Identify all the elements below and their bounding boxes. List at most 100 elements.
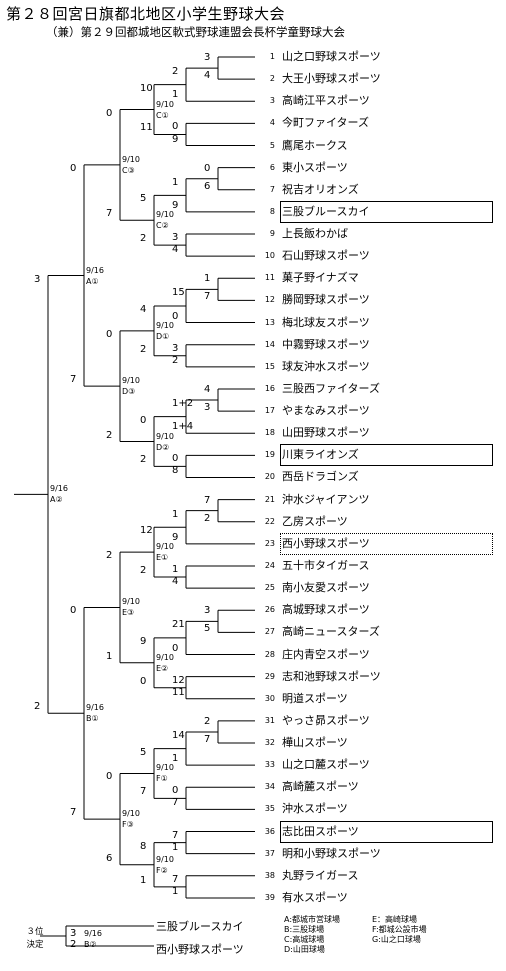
team-number: 21 <box>264 494 275 504</box>
score-m15-top: 0 <box>70 162 77 174</box>
match-date-m29: 9/10 <box>156 854 174 864</box>
team-name: 山田野球スポーツ <box>282 426 370 440</box>
team-number: 9 <box>269 229 275 239</box>
team-number: 35 <box>264 804 275 814</box>
score-m9-bottom: 2 <box>140 343 147 355</box>
team-name: 西小野球スポーツ <box>282 536 370 550</box>
score-m30-top: 0 <box>70 605 77 617</box>
team-number: 23 <box>264 538 275 548</box>
match-code-m12: D② <box>156 442 170 452</box>
team-highlight-box <box>280 820 493 843</box>
score-m29-top: 8 <box>140 840 147 852</box>
score-m10-top: 3 <box>172 342 179 354</box>
match-code-m3: C① <box>156 110 169 120</box>
team-number: 36 <box>264 826 275 836</box>
team-number: 4 <box>269 118 275 128</box>
team-number: 25 <box>264 583 275 593</box>
team-number: 31 <box>264 715 275 725</box>
team-number: 34 <box>264 782 275 792</box>
score-top: 3 <box>204 52 211 63</box>
score-m14-bottom: 2 <box>106 429 113 441</box>
team-number: 10 <box>264 251 275 261</box>
team-name: 東小スポーツ <box>282 160 348 174</box>
team-number: 14 <box>264 339 275 349</box>
match-date-m9: 9/10 <box>156 320 174 330</box>
team-number: 29 <box>264 671 275 681</box>
team-name: 上長飯わかば <box>282 227 348 241</box>
team-name: 沖水ジャイアンツ <box>282 492 370 506</box>
score-m28-top: 7 <box>172 873 179 885</box>
team-name: 高城野球スポーツ <box>282 603 370 617</box>
third-place-label-1: ３位 <box>26 927 44 937</box>
match-date-final: 9/16 <box>50 484 68 494</box>
score-m2-bottom: 9 <box>172 133 179 145</box>
team-number: 8 <box>269 206 275 216</box>
team-highlight-box <box>280 200 493 223</box>
team-number: 26 <box>264 605 275 615</box>
venue-f: F:都城公設市場 <box>372 925 427 934</box>
score-m23-bottom: 1 <box>172 753 179 765</box>
team-number: 38 <box>264 870 275 880</box>
match-date-m30: 9/16 <box>86 703 104 713</box>
score-m7-top: 0 <box>106 107 113 119</box>
match-code-m17: E① <box>156 553 169 563</box>
score-bottom: 4 <box>204 70 211 82</box>
score-m21-bottom: 11 <box>172 686 185 698</box>
match-date-m12: 9/10 <box>156 431 174 441</box>
match-code-m14: D③ <box>122 387 136 397</box>
team-name: 乙房スポーツ <box>282 514 348 528</box>
score-m27-top: 7 <box>172 829 179 841</box>
page-title: 第２８回宮日旗都北地区小学生野球大会 <box>6 5 286 23</box>
team-number: 1 <box>269 52 275 61</box>
team-number: 33 <box>264 760 275 770</box>
match-code-m9: D① <box>156 331 170 341</box>
team-name: 高崎江平スポーツ <box>282 94 370 108</box>
team-name: 樺山スポーツ <box>282 736 348 750</box>
team-name: 梅北球友スポーツ <box>282 315 370 329</box>
score-bottom: 6 <box>204 180 211 192</box>
venue-legend-col1: A:都城市営球場 B:三股球場 C:高城球場 D:山田球場 <box>284 915 340 955</box>
score-m2-top: 0 <box>172 121 179 133</box>
team-name: 鷹尾ホークス <box>282 138 348 152</box>
team-number: 24 <box>264 560 275 570</box>
venue-g: G:山之口球場 <box>372 935 421 944</box>
score-m12-bottom: 2 <box>140 454 147 466</box>
third-place-label-2: 決定 <box>26 940 44 950</box>
match-date-m19: 9/10 <box>122 597 140 607</box>
team-name: 明道スポーツ <box>282 691 348 705</box>
third-place-score-bottom: 2 <box>70 939 77 950</box>
score-m18-bottom: 4 <box>172 576 179 588</box>
team-number: 16 <box>264 383 275 393</box>
score-m16-top: 1 <box>172 508 179 520</box>
team-name: 中霧野球スポーツ <box>282 337 370 351</box>
team-number: 2 <box>269 74 275 84</box>
venue-c: C:高城球場 <box>284 935 325 944</box>
team-name: やまなみスポーツ <box>282 404 370 418</box>
score-m19-top: 2 <box>106 550 113 562</box>
score-m3-top: 10 <box>140 82 153 94</box>
score-m24-top: 5 <box>140 746 147 758</box>
team-name: 志和池野球スポーツ <box>282 669 381 683</box>
team-name: 高崎ニュースターズ <box>282 625 380 639</box>
score-top: 0 <box>204 162 211 174</box>
team-number: 13 <box>264 317 275 327</box>
score-m1-bottom: 1 <box>172 89 179 101</box>
team-number: 12 <box>264 295 275 305</box>
score-m22-top: 9 <box>140 635 147 647</box>
team-name: 三股西ファイターズ <box>282 381 381 395</box>
match-code-m19: E③ <box>122 608 135 618</box>
venue-d: D:山田球場 <box>284 945 325 954</box>
score-m20-top: 21 <box>172 619 185 631</box>
match-date-m17: 9/10 <box>156 542 174 552</box>
score-m8-bottom: 0 <box>172 310 179 322</box>
score-m15-bottom: 7 <box>70 374 77 386</box>
team-highlight-box <box>280 532 493 555</box>
score-m10-bottom: 2 <box>172 354 179 366</box>
match-code-m15: A① <box>86 276 99 286</box>
match-date-m3: 9/10 <box>156 99 174 109</box>
venue-b: B:三股球場 <box>284 925 325 934</box>
match-code-m7: C③ <box>122 165 135 175</box>
score-top: 1 <box>204 273 211 285</box>
team-number: 11 <box>264 273 275 283</box>
team-name: 川東ライオンズ <box>282 448 359 462</box>
